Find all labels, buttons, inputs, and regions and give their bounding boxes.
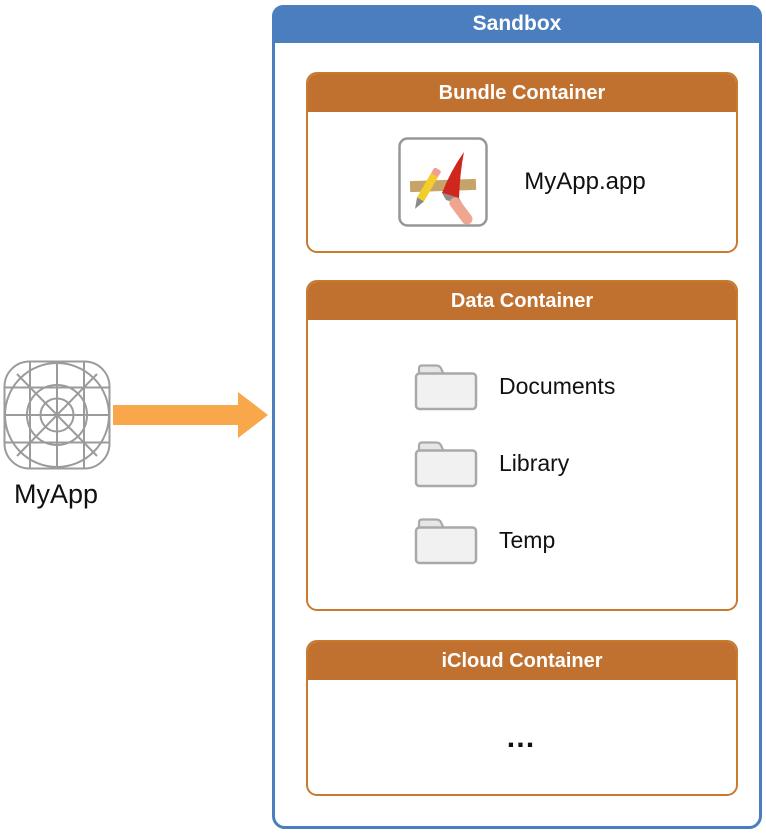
bundle-container: Bundle Container [306, 72, 738, 253]
app-grid-icon [3, 360, 111, 470]
folder-label: Library [499, 449, 570, 476]
data-container-title: Data Container [308, 282, 736, 320]
bundle-container-body: MyApp.app [308, 112, 736, 251]
folder-icon [414, 441, 478, 488]
folder-label: Temp [499, 526, 556, 553]
icloud-container-body: … [308, 680, 736, 794]
folder-icon [414, 518, 478, 565]
myapp-label: MyApp [13, 479, 99, 509]
bundle-container-title: Bundle Container [308, 74, 736, 112]
folder-row: Documents [413, 360, 736, 412]
sandbox-box: Sandbox Bundle Container [272, 5, 762, 829]
icloud-container: iCloud Container … [306, 640, 738, 796]
folder-label: Documents [499, 372, 616, 399]
folder-row: Temp [413, 514, 736, 566]
folder-row: Library [413, 437, 736, 489]
data-container-body: Documents Library Temp [308, 320, 736, 566]
icloud-container-title: iCloud Container [308, 642, 736, 680]
data-container: Data Container Documents Library [306, 280, 738, 611]
arrow-right-icon [113, 392, 268, 438]
folder-icon [414, 364, 478, 411]
brush-shape [442, 152, 473, 225]
pencil-shape [415, 167, 442, 209]
app-bundle-icon [398, 137, 489, 227]
sandbox-title: Sandbox [272, 5, 762, 43]
app-bundle-label: MyApp.app [524, 168, 646, 195]
ruler-shape [410, 178, 477, 193]
icloud-ellipsis: … [505, 720, 539, 754]
